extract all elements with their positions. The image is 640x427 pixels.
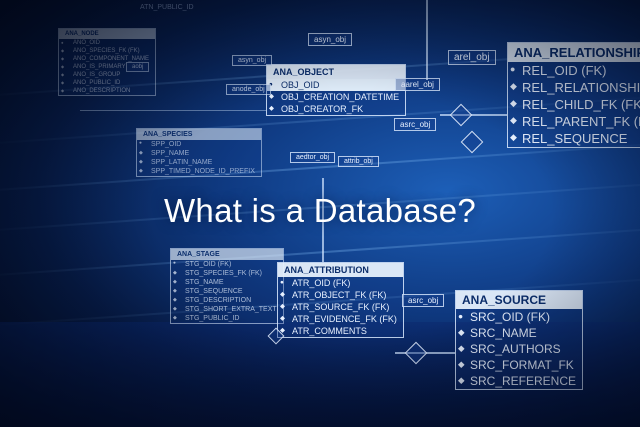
- table-title: ANA_NODE: [59, 29, 156, 39]
- table-title: ANA_ATTRIBUTION: [278, 263, 403, 277]
- table-title: ANA_SPECIES: [137, 129, 261, 140]
- table-row: STG_SHORT_EXTRA_TEXT: [171, 305, 283, 314]
- table-ana-stage: ANA_STAGE STG_OID (FK) STG_SPECIES_FK (F…: [170, 248, 284, 324]
- table-row: REL_OID (FK): [508, 62, 640, 79]
- table-row: SPP_NAME: [137, 149, 261, 158]
- table-row: SPP_TIMED_NODE_ID_PREFIX: [137, 167, 261, 176]
- table-row: REL_PARENT_FK (FK): [508, 113, 640, 130]
- headline: What is a Database?: [163, 192, 477, 229]
- table-title: ANA_SOURCE: [456, 291, 583, 309]
- table-row: ATR_OBJECT_FK (FK): [278, 289, 403, 301]
- table-row: SPP_OID: [137, 140, 261, 149]
- object-tag: asrc_obj: [402, 294, 445, 307]
- table-row: STG_SEQUENCE: [171, 287, 283, 296]
- object-tag: arel_obj: [448, 50, 496, 65]
- table-row: STG_PUBLIC_ID: [171, 314, 283, 323]
- table-row: ATR_OID (FK): [278, 277, 403, 289]
- table-title: ANA_OBJECT: [267, 65, 406, 79]
- table-row: OBJ_CREATION_DATETIME: [267, 91, 405, 103]
- object-tag: aedtor_obj: [290, 152, 336, 163]
- table-row: REL_CHILD_FK (FK): [508, 96, 640, 113]
- object-tag: aobj: [126, 62, 150, 72]
- object-tag: asyn_obj: [232, 55, 273, 66]
- table-row: STG_NAME: [171, 278, 283, 287]
- connector-line: [426, 0, 428, 80]
- connector-line: [80, 110, 266, 111]
- table-title: ANA_STAGE: [171, 249, 283, 260]
- table-row: ATR_SOURCE_FK (FK): [278, 301, 403, 313]
- table-ana-species: ANA_SPECIES SPP_OID SPP_NAME SPP_LATIN_N…: [136, 128, 262, 177]
- table-row: OBJ_OID: [267, 79, 406, 91]
- table-row: REL_SEQUENCE: [508, 130, 640, 147]
- table-row: SRC_OID (FK): [456, 309, 582, 325]
- table-ana-attribution: ANA_ATTRIBUTION ATR_OID (FK) ATR_OBJECT_…: [277, 262, 404, 338]
- object-tag: aarel_obj: [395, 78, 440, 91]
- table-row: ATR_EVIDENCE_FK (FK): [278, 313, 403, 325]
- table-title: ANA_RELATIONSHIP: [508, 43, 640, 62]
- table-ana-object: ANA_OBJECT OBJ_OID OBJ_CREATION_DATETIME…: [266, 64, 407, 116]
- table-row: STG_OID (FK): [171, 260, 283, 269]
- object-tag: asrc_obj: [394, 118, 437, 131]
- table-row: SRC_NAME: [456, 325, 582, 341]
- table-row: REL_RELATIONSHIP: [508, 79, 640, 96]
- table-row: STG_DESCRIPTION: [171, 296, 283, 305]
- table-row: OBJ_CREATOR_FK: [267, 103, 405, 115]
- object-tag: attrib_obj: [338, 156, 379, 167]
- table-ana-relationship: ANA_RELATIONSHIP REL_OID (FK) REL_RELATI…: [507, 42, 640, 148]
- object-tag: asyn_obj: [308, 33, 353, 46]
- table-row: ANO_PUBLIC_ID: [59, 79, 155, 87]
- table-row: SPP_LATIN_NAME: [137, 158, 261, 167]
- ghost-text: ATN_PUBLIC_ID: [140, 4, 194, 11]
- relation-diamond-icon: [460, 130, 484, 154]
- table-row: SRC_FORMAT_FK: [456, 357, 582, 373]
- table-ana-source: ANA_SOURCE SRC_OID (FK) SRC_NAME SRC_AUT…: [455, 290, 584, 390]
- table-row: SRC_AUTHORS: [456, 341, 582, 357]
- table-row: ATR_COMMENTS: [278, 325, 403, 337]
- table-row: SRC_REFERENCE: [456, 373, 582, 389]
- table-row: ANO_DESCRIPTION: [59, 87, 155, 95]
- table-row: ANO_OID: [59, 39, 155, 47]
- table-row: ANO_IS_GROUP: [59, 71, 155, 79]
- object-tag: anode_obj: [226, 84, 271, 95]
- table-row: STG_SPECIES_FK (FK): [171, 269, 283, 278]
- relation-diamond-icon: [449, 103, 473, 127]
- table-row: ANO_SPECIES_FK (FK): [59, 47, 155, 55]
